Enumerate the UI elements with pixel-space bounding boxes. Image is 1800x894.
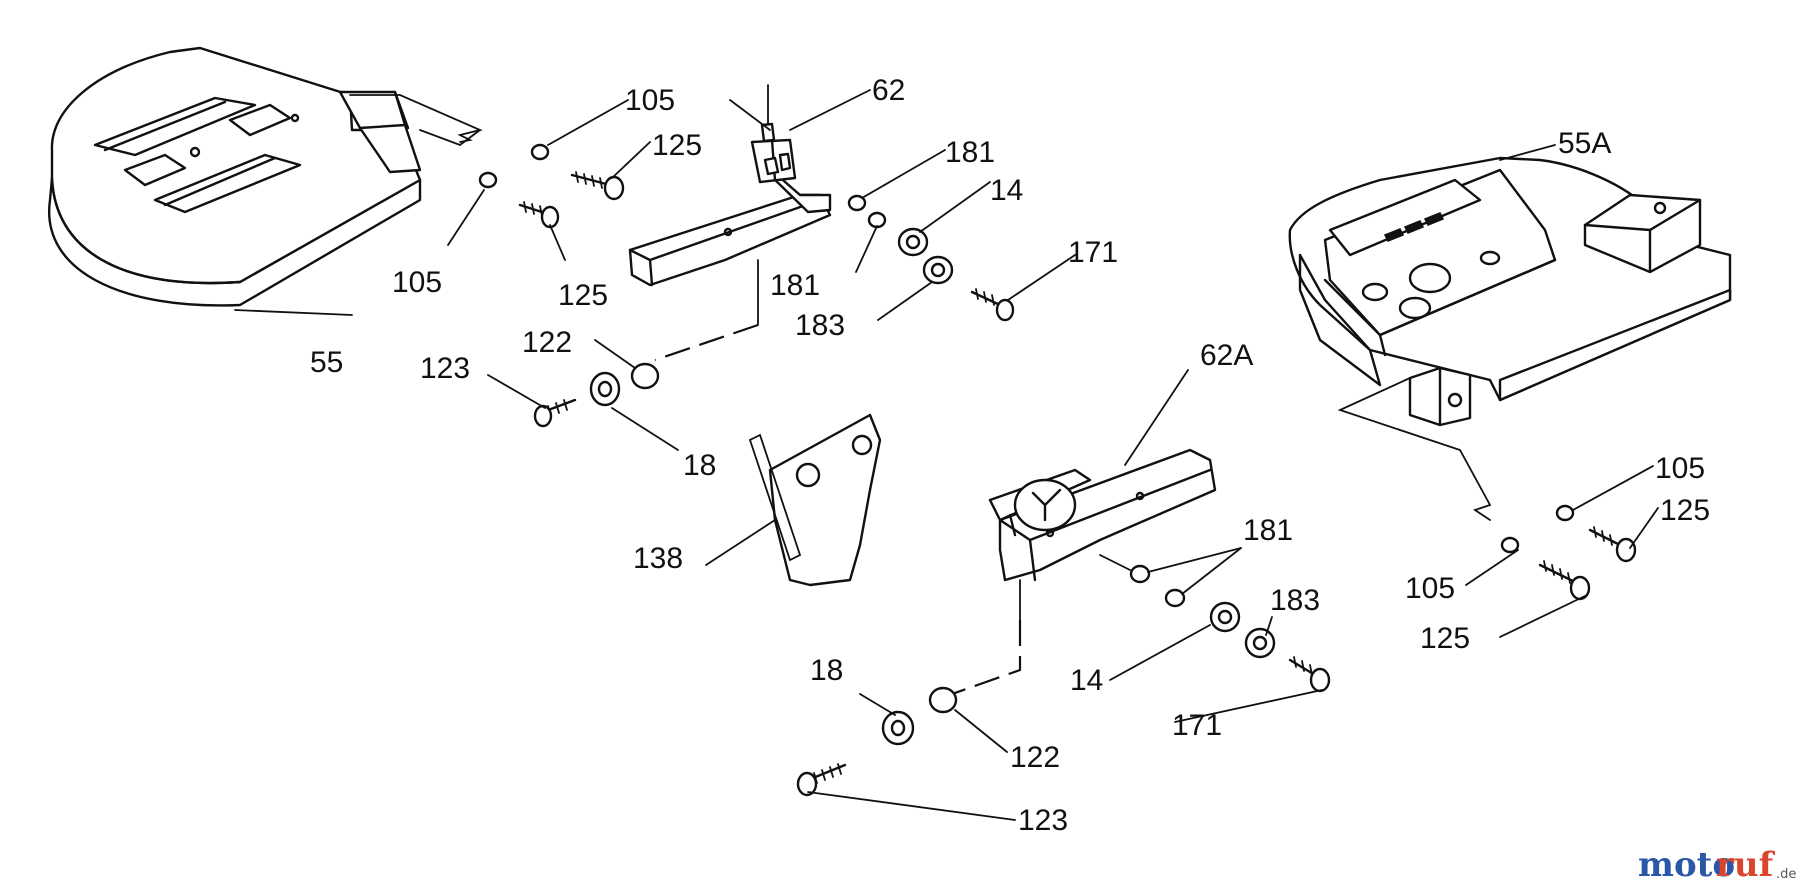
bearing-183-b — [1244, 627, 1276, 659]
screw-123-a — [533, 398, 577, 428]
callout-labels: 55 105 125 105 125 62 181 14 181 171 183… — [310, 74, 1710, 837]
label-122: 122 — [1010, 741, 1060, 774]
label-122: 122 — [522, 326, 572, 359]
washer-122-b — [928, 686, 958, 714]
washer-122-a — [630, 362, 660, 390]
fasteners — [478, 143, 1637, 797]
label-18: 18 — [683, 449, 716, 482]
leader-lines — [234, 89, 1659, 821]
screw-125-c — [1588, 526, 1637, 563]
label-125: 125 — [1660, 494, 1710, 527]
label-125: 125 — [652, 129, 702, 162]
mount-outline-55 — [349, 94, 483, 143]
bearing-14-b — [1209, 601, 1241, 633]
screw-171-a — [970, 288, 1015, 322]
label-125: 125 — [558, 279, 608, 312]
label-181: 181 — [945, 136, 995, 169]
label-55a: 55A — [1558, 127, 1611, 160]
washer-181-d — [1164, 588, 1186, 608]
bearing-183-a — [922, 255, 954, 285]
label-171: 171 — [1172, 709, 1222, 742]
label-123: 123 — [1018, 804, 1068, 837]
watermark-logo: moto ruf .de — [1638, 845, 1796, 885]
label-181: 181 — [770, 269, 820, 302]
part-138-guard-plate — [748, 413, 882, 587]
label-183: 183 — [1270, 584, 1320, 617]
screw-125-a — [570, 171, 625, 201]
label-183: 183 — [795, 309, 845, 342]
screw-123-b — [796, 763, 847, 797]
label-14: 14 — [990, 174, 1023, 207]
label-105: 105 — [1655, 452, 1705, 485]
washer-105-b — [478, 171, 498, 189]
label-125: 125 — [1420, 622, 1470, 655]
label-138: 138 — [633, 542, 683, 575]
part-55a-table-insert — [1288, 156, 1732, 521]
bearing-18-a — [589, 371, 621, 407]
screw-171-b — [1288, 656, 1331, 693]
washer-105-d — [1500, 536, 1520, 554]
label-181: 181 — [1243, 514, 1293, 547]
washer-181-a — [847, 194, 867, 212]
part-62a-guide-bracket — [934, 448, 1217, 702]
label-105: 105 — [625, 84, 675, 117]
label-62a: 62A — [1200, 339, 1253, 372]
part-62-guide-bracket — [628, 84, 832, 362]
bearing-14-a — [897, 227, 929, 257]
watermark-text-part2: ruf — [1716, 845, 1776, 885]
label-123: 123 — [420, 352, 470, 385]
label-105: 105 — [1405, 572, 1455, 605]
label-105: 105 — [392, 266, 442, 299]
washer-105-c — [1555, 504, 1575, 522]
screw-125-b — [518, 201, 560, 229]
bearing-18-b — [881, 710, 915, 746]
label-62: 62 — [872, 74, 905, 107]
washer-181-c — [1129, 564, 1151, 584]
washer-181-b — [867, 211, 887, 229]
label-171: 171 — [1068, 236, 1118, 269]
label-18: 18 — [810, 654, 843, 687]
mount-outline-55b — [419, 129, 481, 147]
watermark-suffix: .de — [1776, 867, 1796, 882]
washer-105-a — [530, 143, 550, 161]
label-14: 14 — [1070, 664, 1103, 697]
watermark-text-part1: moto — [1638, 845, 1735, 885]
screw-125-d — [1538, 560, 1591, 601]
part-55-table-insert — [47, 46, 422, 307]
label-55: 55 — [310, 346, 343, 379]
